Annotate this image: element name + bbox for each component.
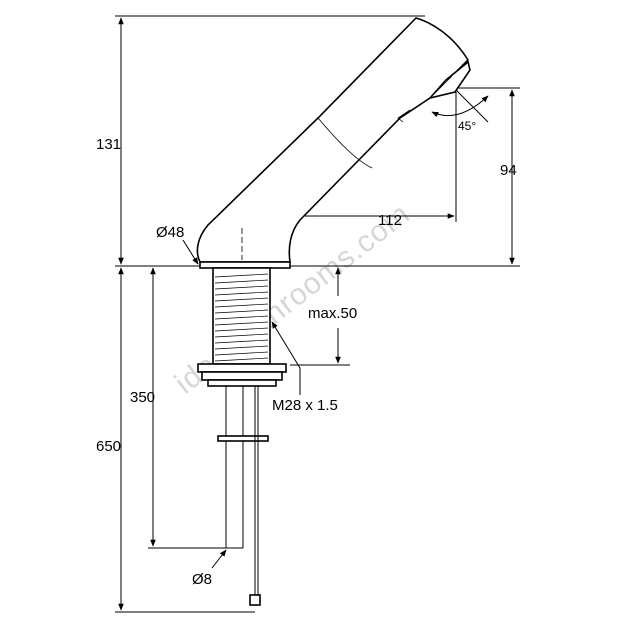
reach-label: 112 — [378, 212, 402, 229]
dimension-lines — [118, 17, 515, 611]
shank-length-label: 350 — [130, 389, 155, 406]
thread-label: M28 x 1.5 — [272, 397, 338, 414]
tap-body — [196, 17, 471, 269]
thread-line — [214, 345, 269, 350]
supply-tube — [217, 386, 269, 606]
thread-line — [214, 273, 269, 278]
overall-below-label: 650 — [96, 438, 121, 455]
thread-line — [214, 297, 269, 302]
thread-line — [214, 333, 269, 338]
thread-line — [214, 357, 269, 362]
base-diameter-label: Ø48 — [156, 224, 184, 241]
thread-line — [214, 327, 269, 332]
thread-line — [214, 351, 269, 356]
thread-line — [214, 309, 269, 314]
thread-line — [214, 285, 269, 290]
thread-line — [214, 291, 269, 296]
angle-label: 45° — [458, 119, 476, 133]
outlet-height-label: 94 — [500, 162, 517, 179]
height-label: 131 — [96, 136, 121, 153]
threaded-shank — [212, 267, 271, 365]
fixing-nut — [197, 363, 287, 387]
thread-line — [214, 321, 269, 326]
hose-diameter-label: Ø8 — [192, 571, 212, 588]
thread-line — [214, 303, 269, 308]
max-deck-label: max.50 — [308, 305, 357, 322]
thread-line — [214, 339, 269, 344]
thread-line — [214, 315, 269, 320]
thread-line — [214, 279, 269, 284]
